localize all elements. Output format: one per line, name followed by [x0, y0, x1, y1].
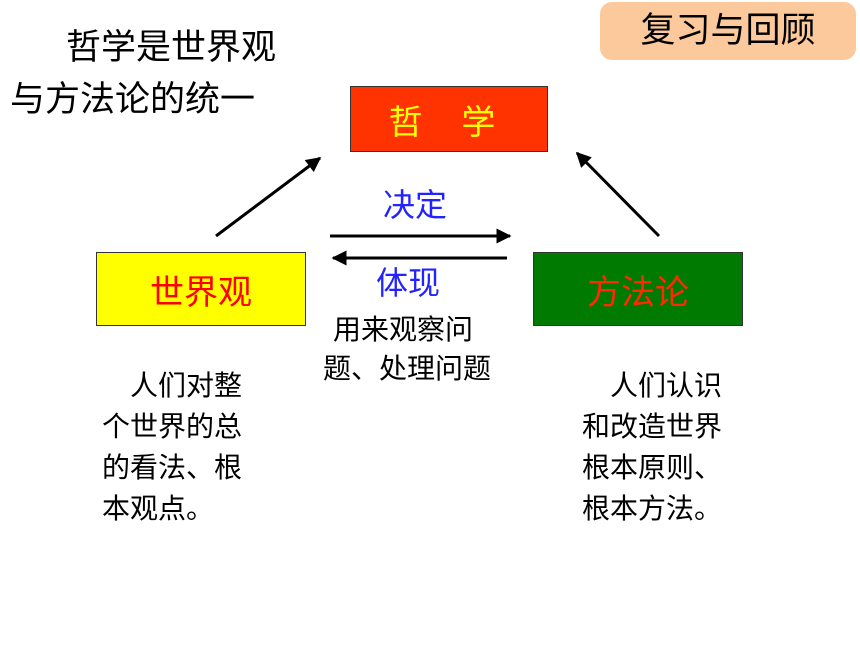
methodology-desc-line-1: 人们认识 [582, 369, 723, 402]
reflects-label: 体现 [376, 264, 441, 302]
middle-note-line-1: 用来观察问 [333, 313, 474, 346]
methodology-node: 方法论 [533, 252, 743, 326]
methodology-desc-line-4: 根本方法。 [582, 492, 723, 525]
arrow-worldview-to-philosophy [215, 156, 322, 238]
middle-note-line-2: 题、处理问题 [323, 352, 492, 385]
review-badge: 复习与回顾 [600, 2, 856, 60]
arrow-methodology-to-philosophy [575, 151, 661, 238]
philosophy-node: 哲 学 [350, 86, 548, 152]
worldview-desc-line-3: 的看法、根 [102, 451, 243, 484]
determines-label: 决定 [383, 186, 448, 224]
worldview-desc-line-1: 人们对整 [102, 369, 243, 402]
title-line-1: 哲学是世界观 [66, 28, 277, 68]
worldview-desc-line-2: 个世界的总 [102, 410, 243, 443]
worldview-node: 世界观 [96, 252, 306, 326]
title-line-2: 与方法论的统一 [10, 80, 256, 120]
methodology-desc-line-2: 和改造世界 [582, 410, 723, 443]
methodology-desc-line-3: 根本原则、 [582, 451, 723, 484]
worldview-desc-line-4: 本观点。 [102, 492, 215, 525]
